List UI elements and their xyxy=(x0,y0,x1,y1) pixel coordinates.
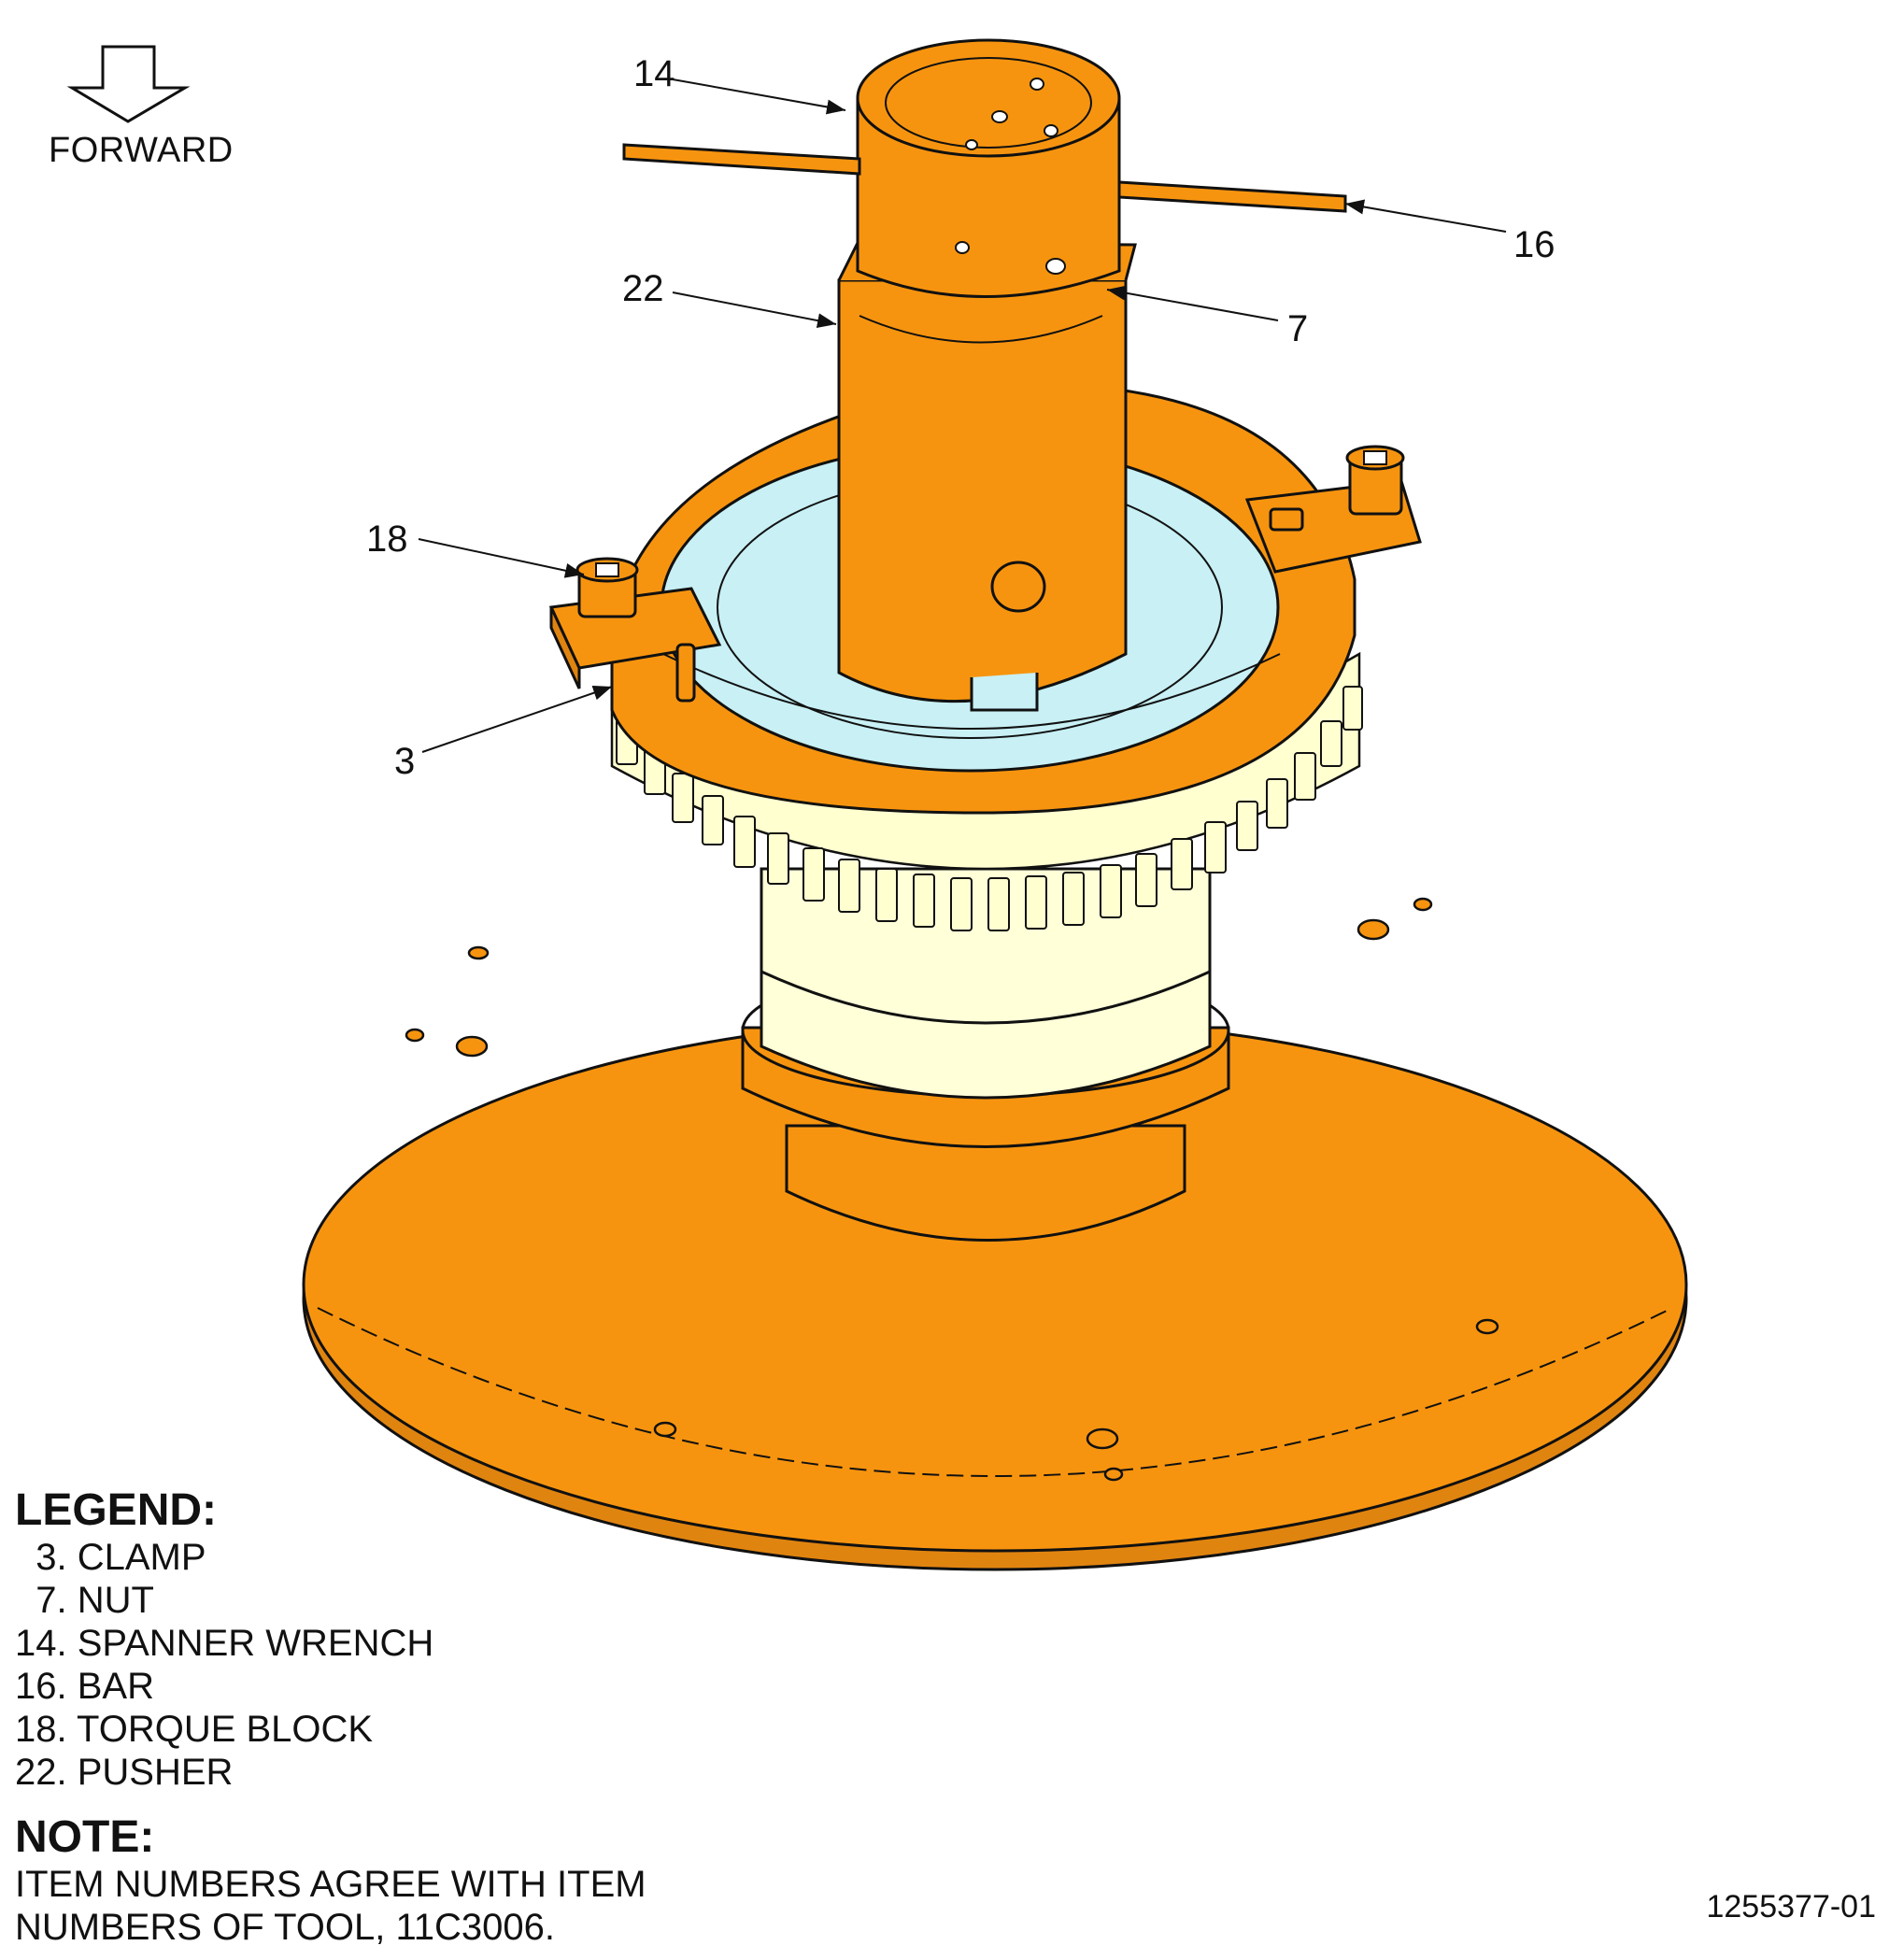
leader-lines xyxy=(418,78,1507,753)
callout-22: 22 xyxy=(622,268,664,309)
callout-7: 7 xyxy=(1287,308,1308,349)
bar xyxy=(622,143,1347,213)
legend-item: 16. BAR xyxy=(15,1666,154,1707)
spanner-wrench xyxy=(856,38,1121,298)
note: NOTE: ITEM NUMBERS AGREE WITH ITEM NUMBE… xyxy=(15,1812,646,1949)
legend-title: LEGEND: xyxy=(15,1485,217,1535)
figure-id: 1255377-01 xyxy=(1706,1889,1876,1924)
callout-3: 3 xyxy=(394,741,415,782)
forward-label: FORWARD xyxy=(49,131,234,170)
pusher-column xyxy=(837,241,1137,712)
legend-item: 22. PUSHER xyxy=(15,1752,234,1793)
legend-list: 3. CLAMP 7. NUT 14. SPANNER WRENCH 16. B… xyxy=(15,1536,433,1794)
lower-hub xyxy=(741,867,1230,1242)
legend-item: 7. NUT xyxy=(15,1580,154,1621)
forward-arrow-icon xyxy=(66,45,191,123)
torque-block-right xyxy=(1244,445,1422,574)
legend-item: 14. SPANNER WRENCH xyxy=(15,1623,434,1664)
legend: LEGEND: 3. CLAMP 7. NUT 14. SPANNER WREN… xyxy=(15,1485,433,1794)
torque-block-left xyxy=(548,557,722,703)
note-title: NOTE: xyxy=(15,1812,155,1862)
callout-14: 14 xyxy=(633,53,675,94)
callout-16: 16 xyxy=(1513,224,1555,265)
legend-item: 3. CLAMP xyxy=(15,1537,206,1578)
legend-item: 18. TORQUE BLOCK xyxy=(15,1709,374,1750)
gear-ring xyxy=(610,651,1363,931)
base-plate xyxy=(302,897,1688,1571)
callout-18: 18 xyxy=(366,518,408,560)
note-line: ITEM NUMBERS AGREE WITH ITEM xyxy=(15,1864,646,1905)
note-line: NUMBERS OF TOOL, 11C3006. xyxy=(15,1907,555,1948)
